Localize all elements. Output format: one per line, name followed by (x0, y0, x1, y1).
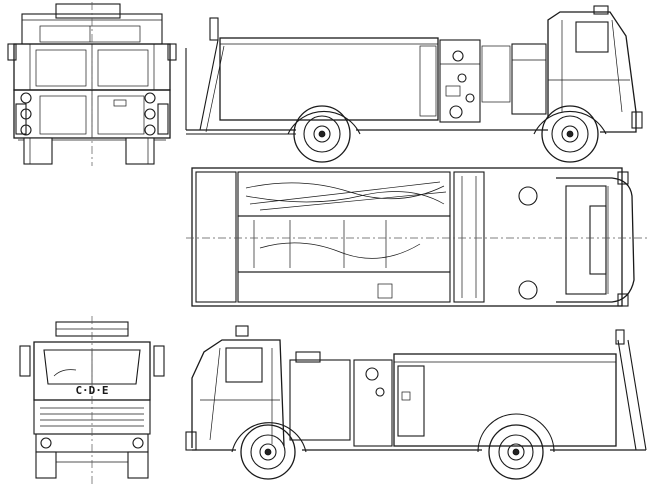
right-side-view (185, 5, 643, 163)
left-side-view (185, 325, 647, 480)
front-view: C·D·E (19, 316, 165, 486)
rear-view (7, 2, 177, 166)
grille-text: C·D·E (75, 384, 108, 397)
top-view (186, 167, 648, 307)
